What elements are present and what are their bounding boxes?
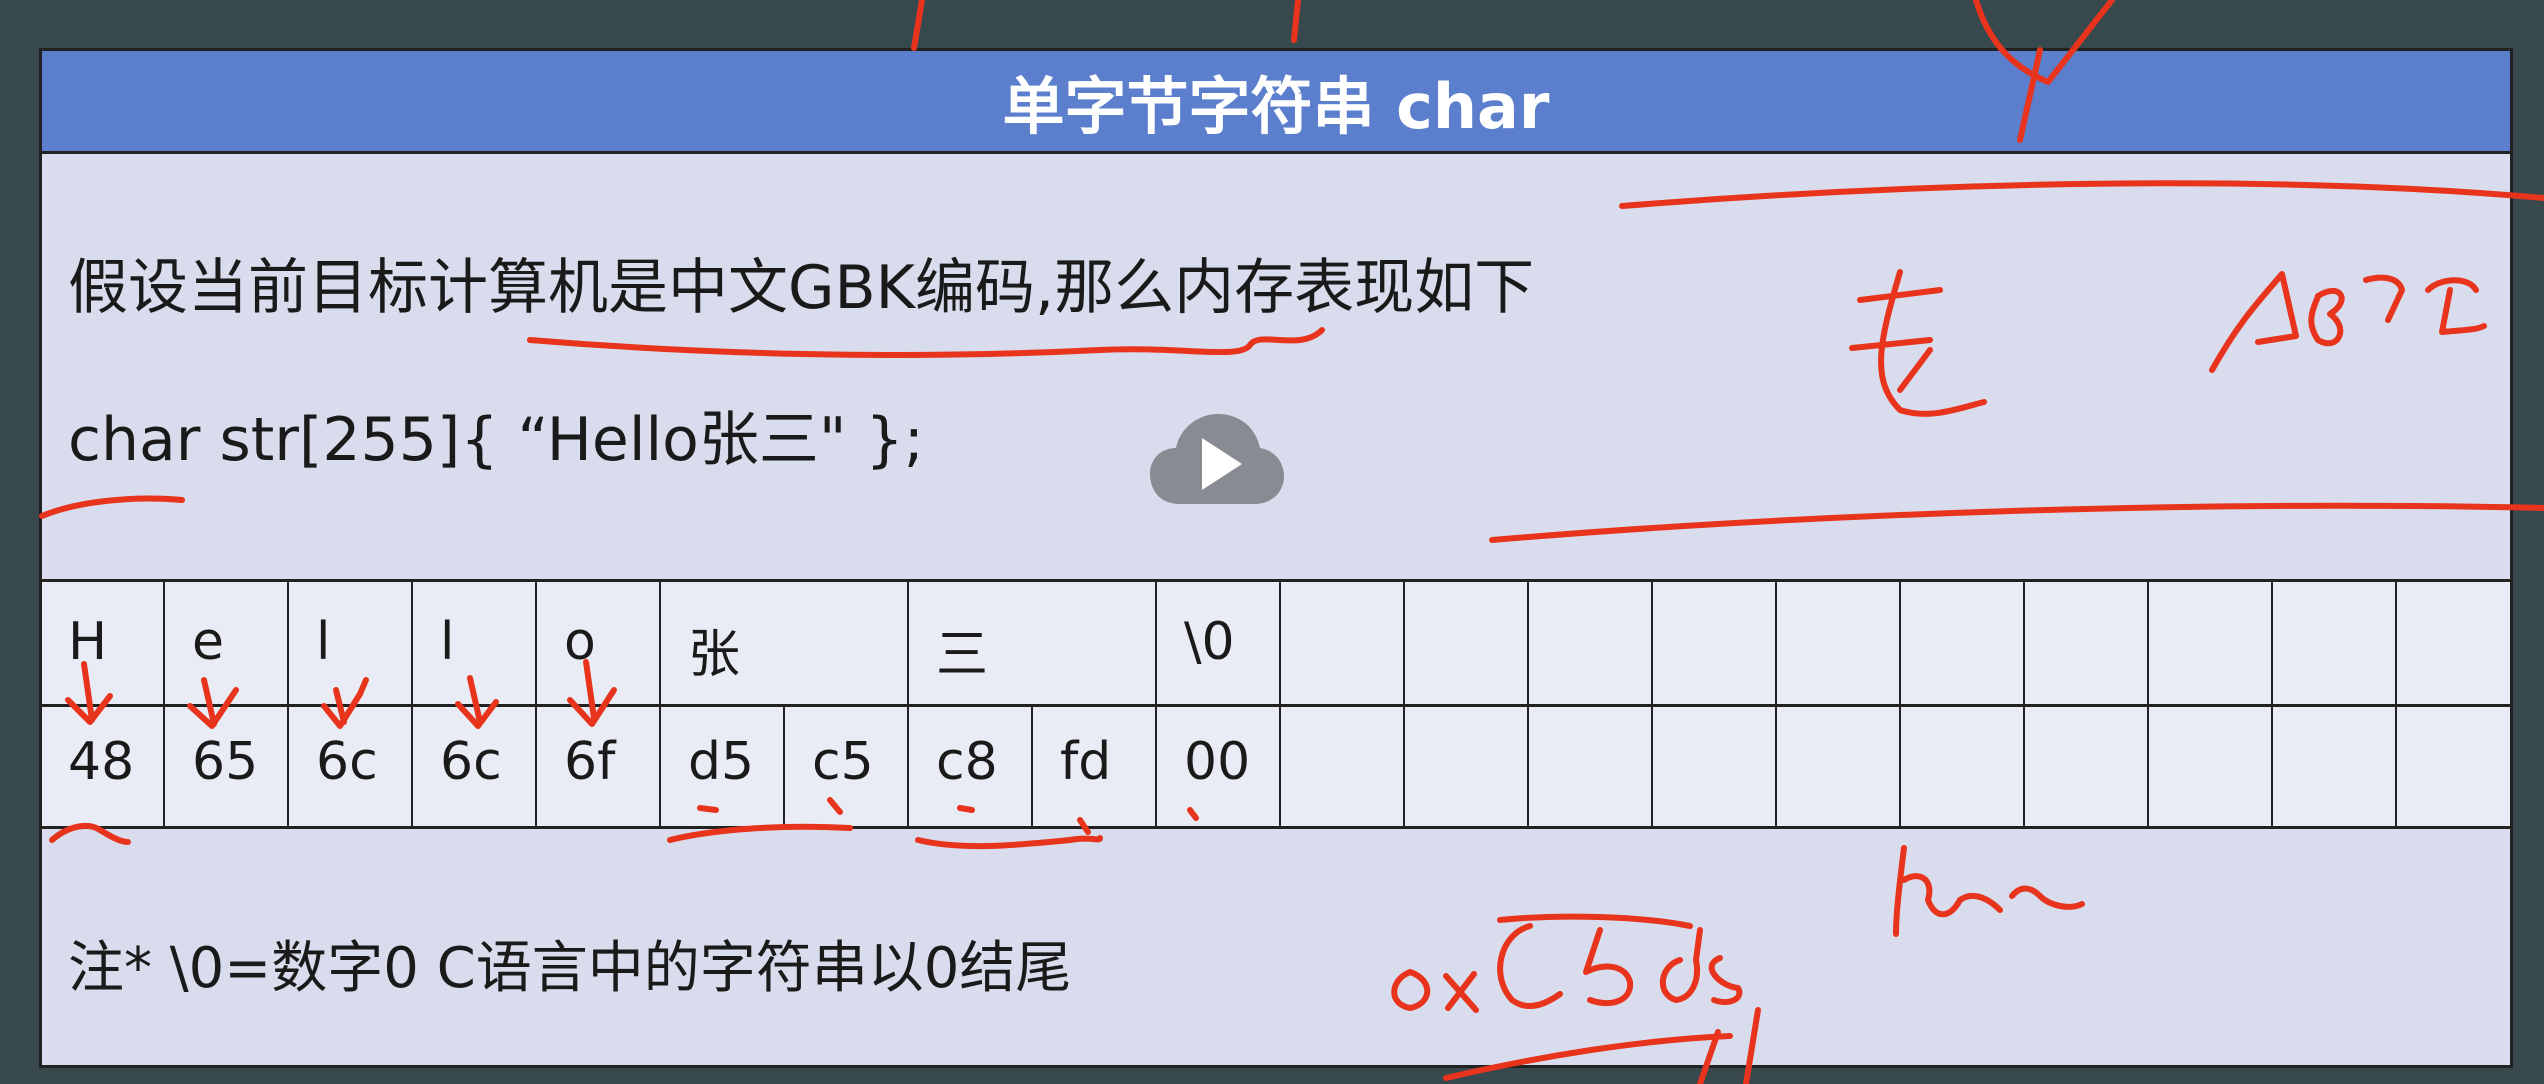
char-cell: 张: [688, 625, 741, 685]
char-cell: \0: [1184, 612, 1235, 672]
column-divider: [287, 582, 289, 826]
column-divider: [1775, 582, 1777, 826]
ink-stroke: [911, 0, 925, 51]
column-divider: [1899, 582, 1901, 826]
column-divider: [1155, 582, 1157, 826]
byte-cell: c5: [812, 732, 874, 792]
slide: 单字节字符串 char 假设当前目标计算机是中文GBK编码,那么内存表现如下 c…: [39, 48, 2513, 1068]
column-divider: [411, 582, 413, 826]
column-divider: [2023, 582, 2025, 826]
play-icon: [1202, 438, 1242, 490]
char-cell: 三: [936, 625, 989, 685]
column-divider: [1651, 582, 1653, 826]
byte-cell: 00: [1184, 732, 1251, 792]
byte-cell: 65: [192, 732, 259, 792]
column-divider: [1403, 582, 1405, 826]
byte-cell: 48: [68, 732, 135, 792]
column-divider: [2147, 582, 2149, 826]
row-divider: [42, 704, 2510, 707]
column-divider: [163, 582, 165, 826]
byte-cell: d5: [688, 732, 755, 792]
column-divider: [2395, 582, 2397, 826]
memory-table: H e l l o 张 三 \0 48 65 6c 6c 6f d5 c5 c8…: [42, 579, 2510, 829]
code-line: char str[255]{ “Hello张三" };: [68, 405, 924, 475]
column-divider: [907, 582, 909, 826]
note-text: 注* \0=数字0 C语言中的字符串以0结尾: [68, 936, 1072, 1001]
byte-cell: fd: [1060, 732, 1112, 792]
byte-divider: [1031, 704, 1033, 826]
char-cell: o: [564, 612, 596, 672]
byte-cell: 6c: [316, 732, 378, 792]
column-divider: [1279, 582, 1281, 826]
intro-text: 假设当前目标计算机是中文GBK编码,那么内存表现如下: [68, 253, 1535, 323]
byte-cell: 6f: [564, 732, 616, 792]
byte-divider: [783, 704, 785, 826]
title-bar: 单字节字符串 char: [42, 51, 2510, 154]
char-cell: H: [68, 612, 108, 672]
column-divider: [1527, 582, 1529, 826]
column-divider: [2271, 582, 2273, 826]
char-cell: l: [440, 612, 455, 672]
slide-title: 单字节字符串 char: [1002, 70, 1550, 143]
byte-cell: 6c: [440, 732, 502, 792]
column-divider: [535, 582, 537, 826]
char-cell: l: [316, 612, 331, 672]
ink-stroke: [1291, 0, 1301, 43]
play-button[interactable]: [1150, 414, 1284, 510]
byte-cell: c8: [936, 732, 998, 792]
column-divider: [659, 582, 661, 826]
char-cell: e: [192, 612, 224, 672]
